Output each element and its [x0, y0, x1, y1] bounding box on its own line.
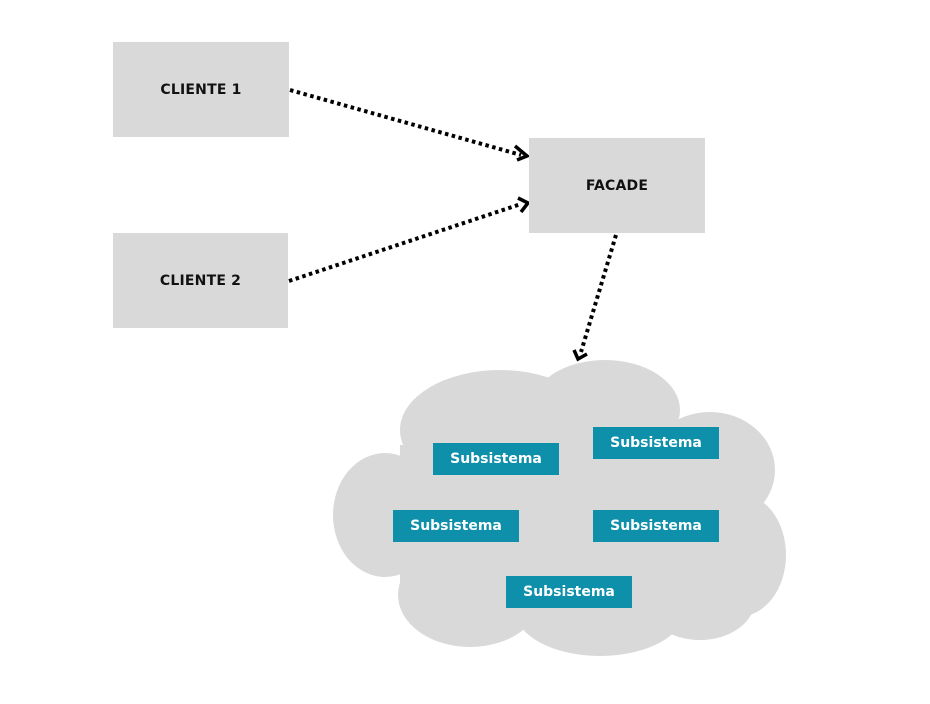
subsystem-label: Subsistema	[610, 435, 702, 451]
client-2-label: CLIENTE 2	[159, 272, 242, 289]
facade-label: FACADE	[585, 177, 649, 194]
subsystem-label: Subsistema	[410, 518, 502, 534]
client-1-label: CLIENTE 1	[160, 81, 242, 98]
subsystem-tag: Subsistema	[593, 427, 719, 459]
arrow-facade-subsystems	[579, 234, 618, 353]
facade-box: FACADE	[529, 138, 705, 233]
connector-arrows	[288, 88, 618, 362]
arrow-head-icon	[513, 144, 531, 162]
subsystem-cloud	[333, 360, 786, 656]
arrow-client1-facade	[289, 88, 522, 157]
subsystem-label: Subsistema	[610, 518, 702, 534]
arrow-head-icon	[517, 196, 531, 214]
arrow-head-icon	[572, 349, 588, 362]
subsystem-label: Subsistema	[523, 584, 615, 600]
subsystem-tag: Subsistema	[593, 510, 719, 542]
subsystem-label: Subsistema	[450, 451, 542, 467]
arrow-client2-facade	[288, 202, 522, 283]
client-2-box: CLIENTE 2	[113, 233, 288, 328]
subsystem-tag: Subsistema	[393, 510, 519, 542]
client-1-box: CLIENTE 1	[113, 42, 289, 137]
subsystem-tag: Subsistema	[506, 576, 632, 608]
subsystem-tag: Subsistema	[433, 443, 559, 475]
